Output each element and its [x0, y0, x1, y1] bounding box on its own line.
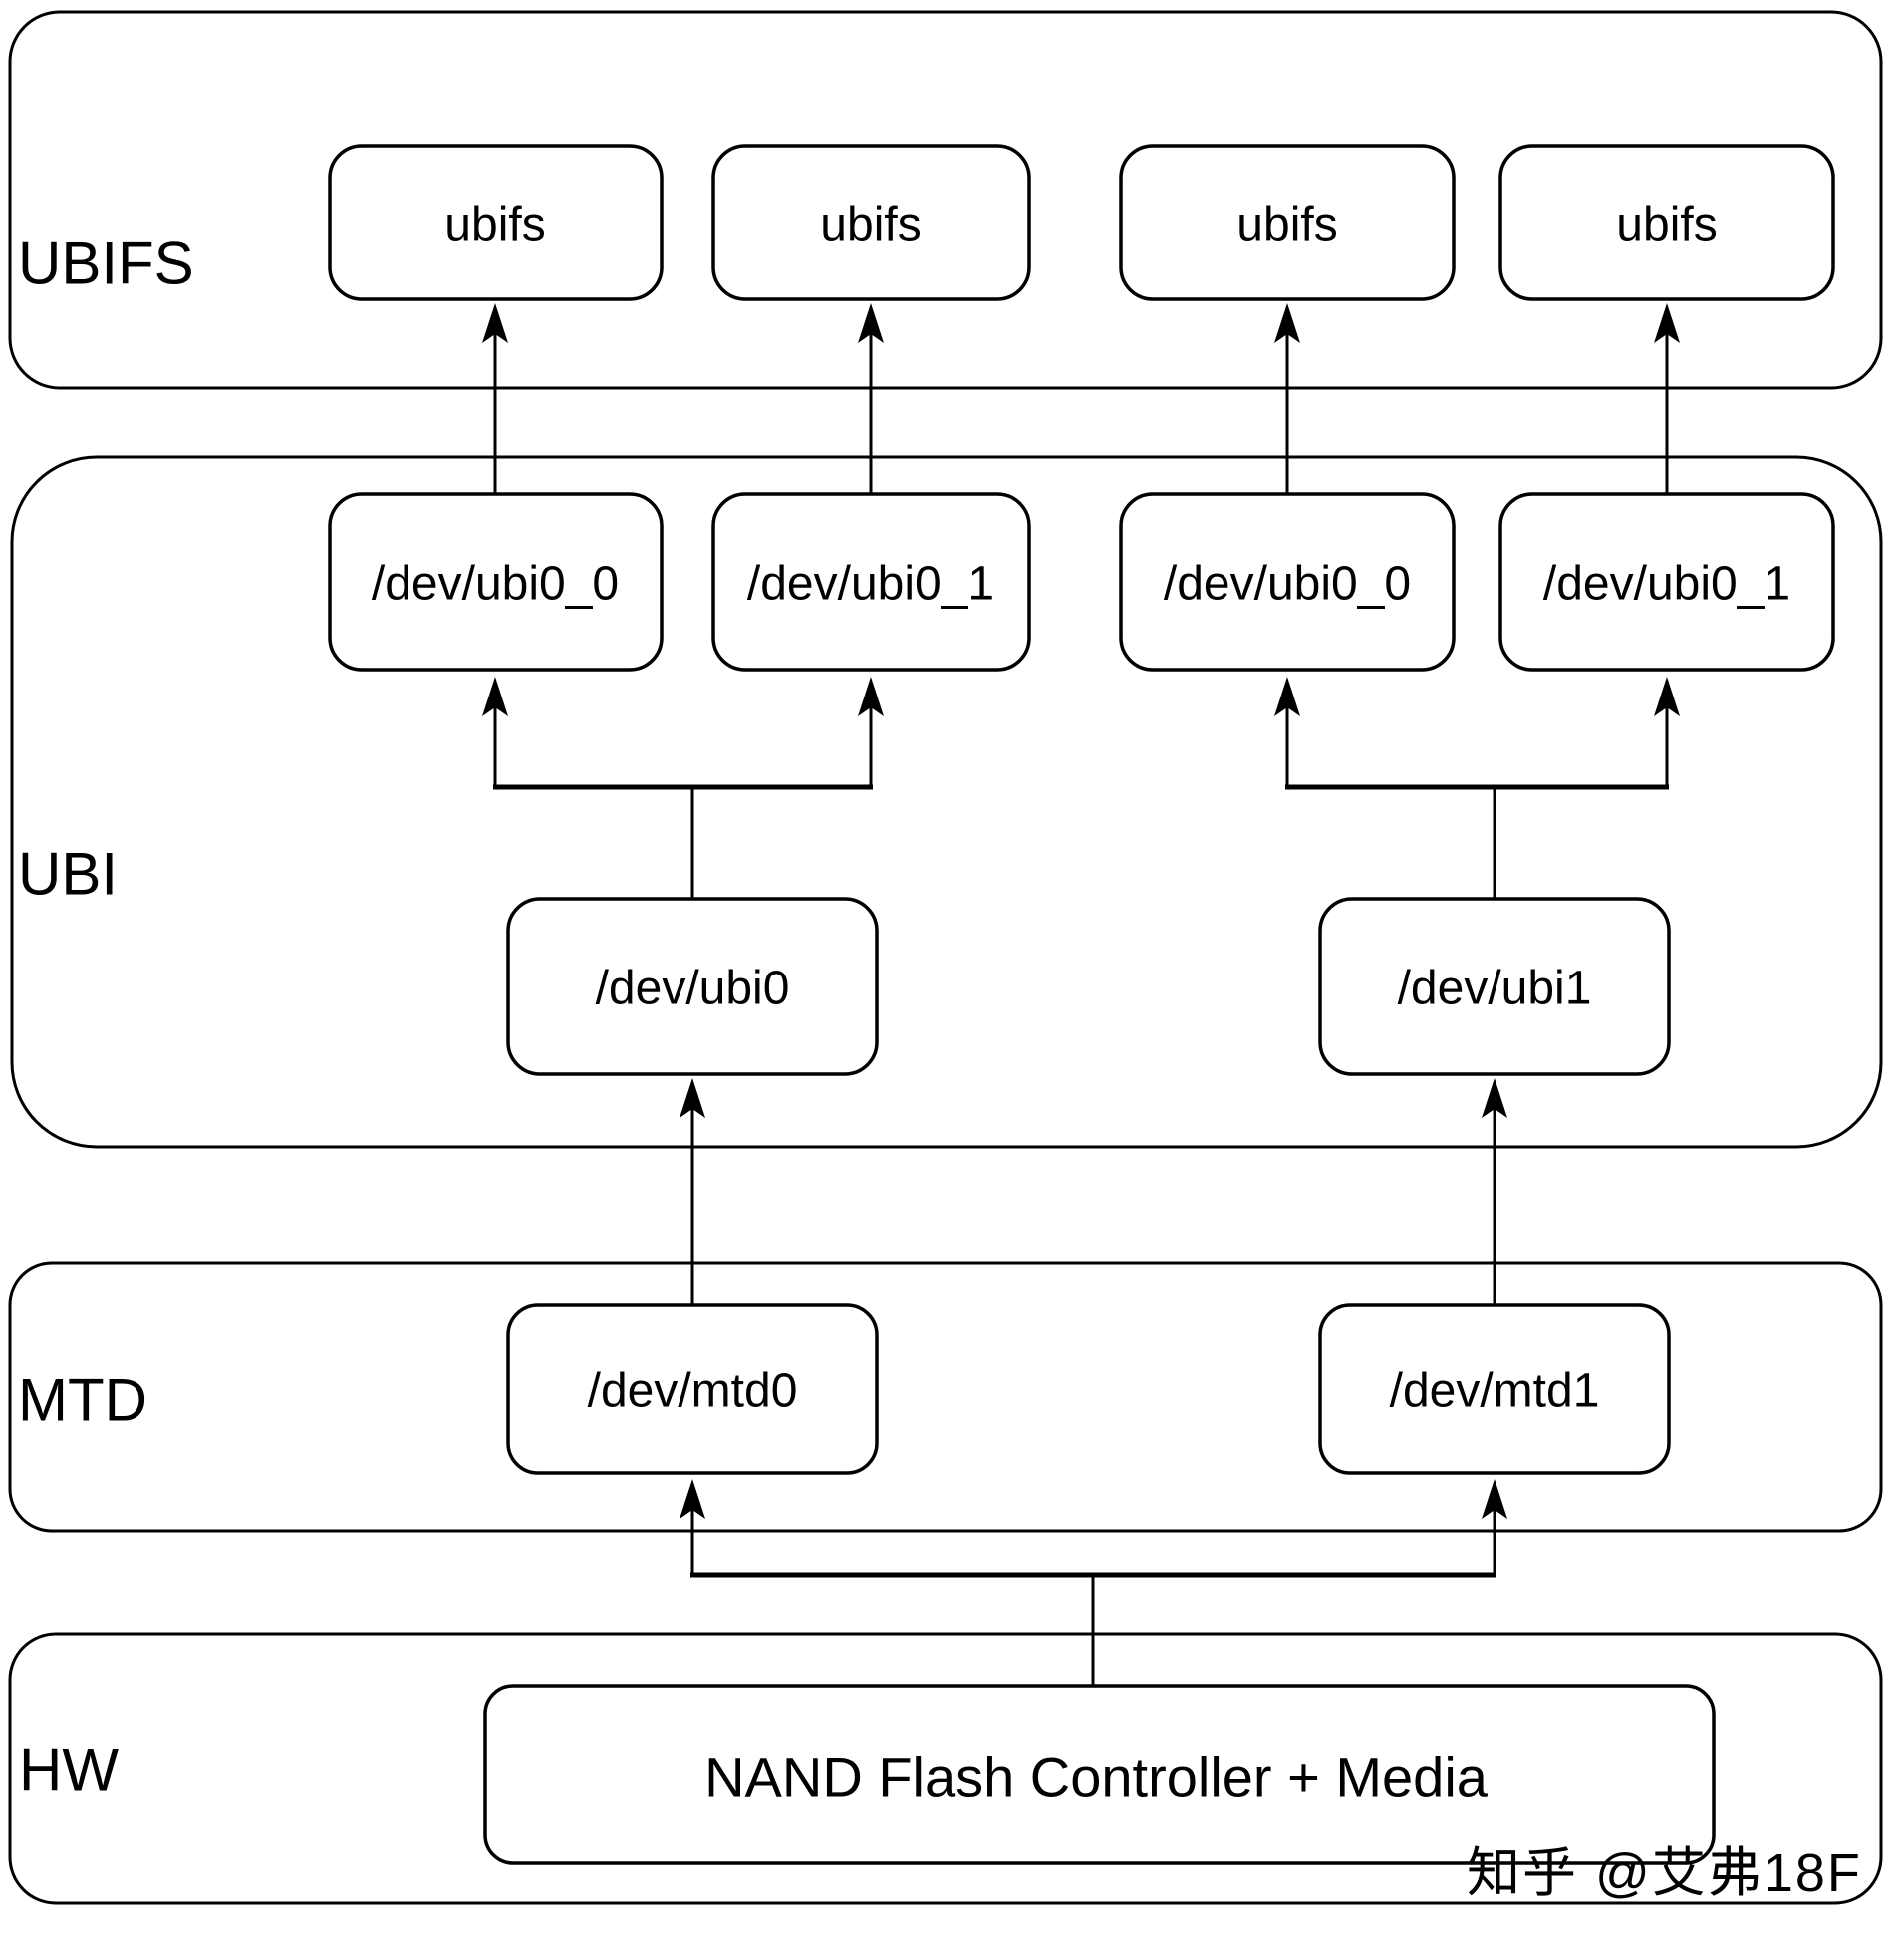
mtd-layer-border — [8, 1261, 1883, 1533]
ubi-layer-label: UBI — [18, 841, 118, 908]
layer-ubifs: UBIFS — [8, 10, 1883, 390]
arrowhead-icon — [680, 1479, 705, 1519]
node-ubifs-3-label: ubifs — [1236, 199, 1337, 252]
arrow-ubi1-0-to-ubifs-3 — [1274, 303, 1300, 494]
collector-nand — [690, 1572, 1496, 1686]
arrow-fork-to-ubi1-1 — [1654, 677, 1680, 787]
arrow-ubi0-1-to-ubifs-2 — [858, 303, 884, 494]
ubi-layer-border — [10, 455, 1883, 1149]
arrow-ubi1-1-to-ubifs-4 — [1654, 303, 1680, 494]
watermark-text: 知乎 @艾弗18F — [1467, 1843, 1862, 1903]
arrowhead-icon — [858, 303, 884, 343]
node-nand-controller: NAND Flash Controller + Media — [483, 1684, 1716, 1865]
fork-ubi1 — [1285, 784, 1669, 899]
node-mtd-0: /dev/mtd0 — [506, 1303, 879, 1475]
node-ubi-volume-2-label: /dev/ubi0_1 — [747, 558, 994, 611]
node-ubi-volume-1: /dev/ubi0_0 — [328, 492, 664, 672]
node-ubi-device-0: /dev/ubi0 — [506, 897, 879, 1076]
node-ubi-device-1: /dev/ubi1 — [1318, 897, 1671, 1076]
node-ubifs-4: ubifs — [1498, 144, 1835, 301]
node-ubi-device-1-label: /dev/ubi1 — [1398, 963, 1592, 1015]
hw-layer-label: HW — [19, 1737, 119, 1804]
node-ubifs-2: ubifs — [711, 144, 1031, 301]
node-ubi-device-0-label: /dev/ubi0 — [596, 963, 790, 1015]
arrow-fork-to-ubi0-0 — [482, 677, 508, 787]
node-ubi-volume-3-label: /dev/ubi0_0 — [1164, 558, 1411, 611]
arrow-nand-to-mtd1 — [1482, 1479, 1507, 1575]
arrowhead-icon — [1274, 303, 1300, 343]
arrow-mtd0-to-ubi0 — [680, 1078, 705, 1305]
ubifs-layer-label: UBIFS — [18, 230, 194, 297]
mtd-layer-label: MTD — [18, 1367, 147, 1434]
arrow-fork-to-ubi0-1 — [858, 677, 884, 787]
layer-hw: HW — [8, 1632, 1883, 1905]
arrowhead-icon — [1274, 677, 1300, 716]
layer-mtd: MTD — [8, 1261, 1883, 1533]
node-ubifs-3: ubifs — [1119, 144, 1456, 301]
arrow-nand-to-mtd0 — [680, 1479, 705, 1575]
node-ubi-volume-4-label: /dev/ubi0_1 — [1543, 558, 1790, 611]
arrowhead-icon — [482, 303, 508, 343]
arrowhead-icon — [1482, 1479, 1507, 1519]
node-mtd-1: /dev/mtd1 — [1318, 1303, 1671, 1475]
arrowhead-icon — [680, 1078, 705, 1118]
layer-ubi: UBI — [10, 455, 1883, 1149]
node-nand-controller-label: NAND Flash Controller + Media — [704, 1746, 1489, 1809]
arrowhead-icon — [482, 677, 508, 716]
arrowhead-icon — [1654, 303, 1680, 343]
node-mtd-1-label: /dev/mtd1 — [1390, 1365, 1600, 1418]
node-ubi-volume-3: /dev/ubi0_0 — [1119, 492, 1456, 672]
node-ubifs-1: ubifs — [328, 144, 664, 301]
node-ubi-volume-1-label: /dev/ubi0_0 — [372, 558, 619, 611]
arrow-ubi0-0-to-ubifs-1 — [482, 303, 508, 494]
ubifs-layer-border — [8, 10, 1883, 390]
arrowhead-icon — [858, 677, 884, 716]
arrowhead-icon — [1654, 677, 1680, 716]
arrow-mtd1-to-ubi1 — [1482, 1078, 1507, 1305]
node-ubifs-1-label: ubifs — [444, 199, 545, 252]
node-ubi-volume-2: /dev/ubi0_1 — [711, 492, 1031, 672]
arrow-fork-to-ubi1-0 — [1274, 677, 1300, 787]
hw-layer-border — [8, 1632, 1883, 1905]
arrowhead-icon — [1482, 1078, 1507, 1118]
node-ubi-volume-4: /dev/ubi0_1 — [1498, 492, 1835, 672]
node-ubifs-2-label: ubifs — [820, 199, 921, 252]
node-ubifs-4-label: ubifs — [1616, 199, 1717, 252]
fork-ubi0 — [493, 784, 873, 899]
node-mtd-0-label: /dev/mtd0 — [588, 1365, 798, 1418]
